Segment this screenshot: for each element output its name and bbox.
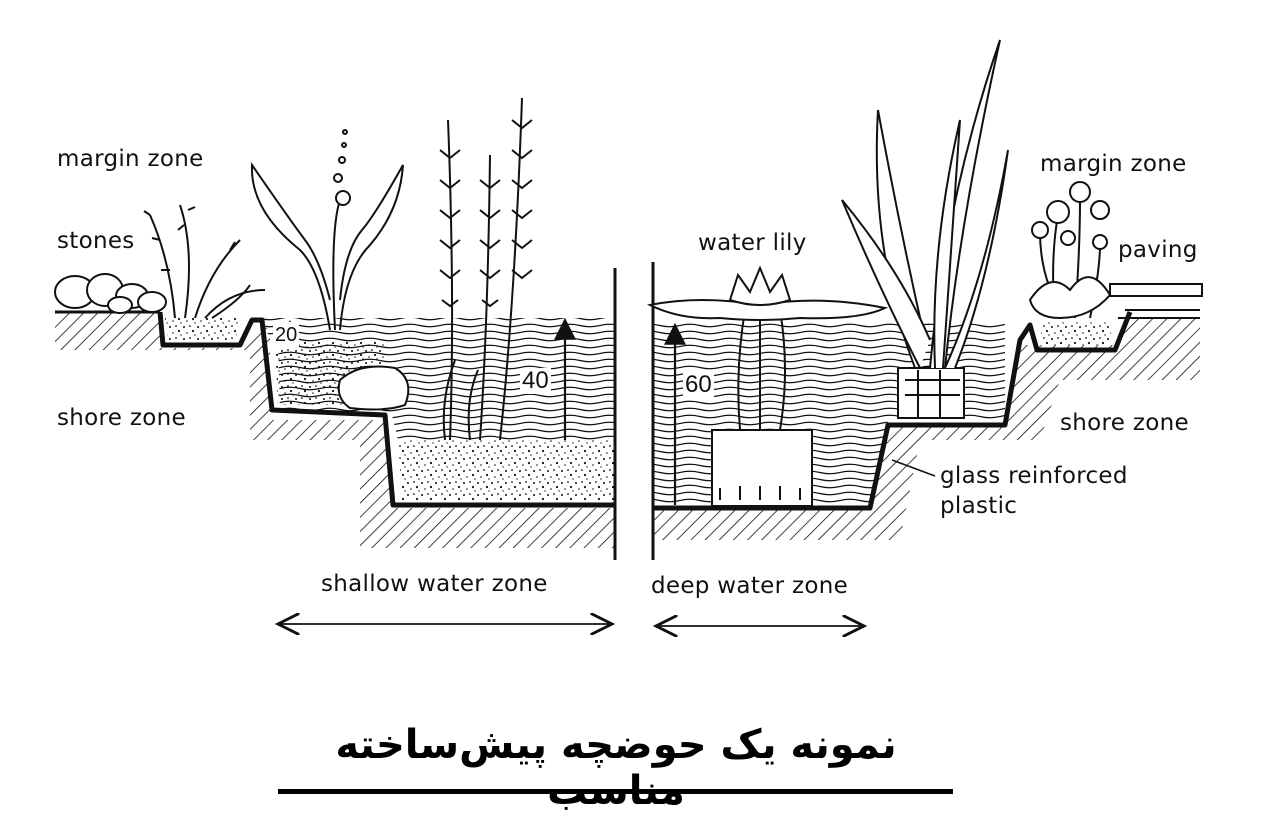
liner-leader-line bbox=[891, 459, 936, 477]
label-shore-zone-right: shore zone bbox=[1060, 410, 1189, 436]
label-paving: paving bbox=[1118, 237, 1198, 263]
stones-illustration bbox=[54, 273, 167, 314]
label-stones: stones bbox=[57, 228, 135, 254]
label-margin-zone-right: margin zone bbox=[1040, 151, 1187, 177]
label-shallow-water-zone: shallow water zone bbox=[321, 571, 548, 597]
right-ground bbox=[653, 283, 1203, 540]
label-deep-water-zone: deep water zone bbox=[651, 573, 849, 599]
margin-plants-left bbox=[143, 204, 266, 319]
depth-label-shallow: 40 bbox=[520, 367, 551, 394]
label-glass-reinforced-plastic: glass reinforced plastic bbox=[940, 463, 1128, 519]
depth-label-margin: 20 bbox=[273, 322, 300, 348]
iris-plant bbox=[841, 39, 1009, 419]
left-ground bbox=[55, 310, 615, 548]
caption-underline bbox=[278, 789, 953, 794]
paving-slab bbox=[1109, 283, 1203, 297]
label-water-lily: water lily bbox=[698, 230, 807, 256]
water-lily-plant bbox=[646, 265, 889, 507]
figure-caption: نمونه یک حوضچه پیش‌ساخته مناسب bbox=[335, 722, 897, 814]
margin-flowers-right bbox=[1028, 181, 1112, 320]
label-shore-zone-left: shore zone bbox=[57, 405, 186, 431]
submerged-rock bbox=[337, 365, 410, 411]
depth-label-deep: 60 bbox=[683, 371, 714, 398]
feathery-plants bbox=[439, 97, 533, 441]
arrowhead-plant bbox=[250, 129, 404, 331]
label-margin-zone-left: margin zone bbox=[57, 146, 204, 172]
